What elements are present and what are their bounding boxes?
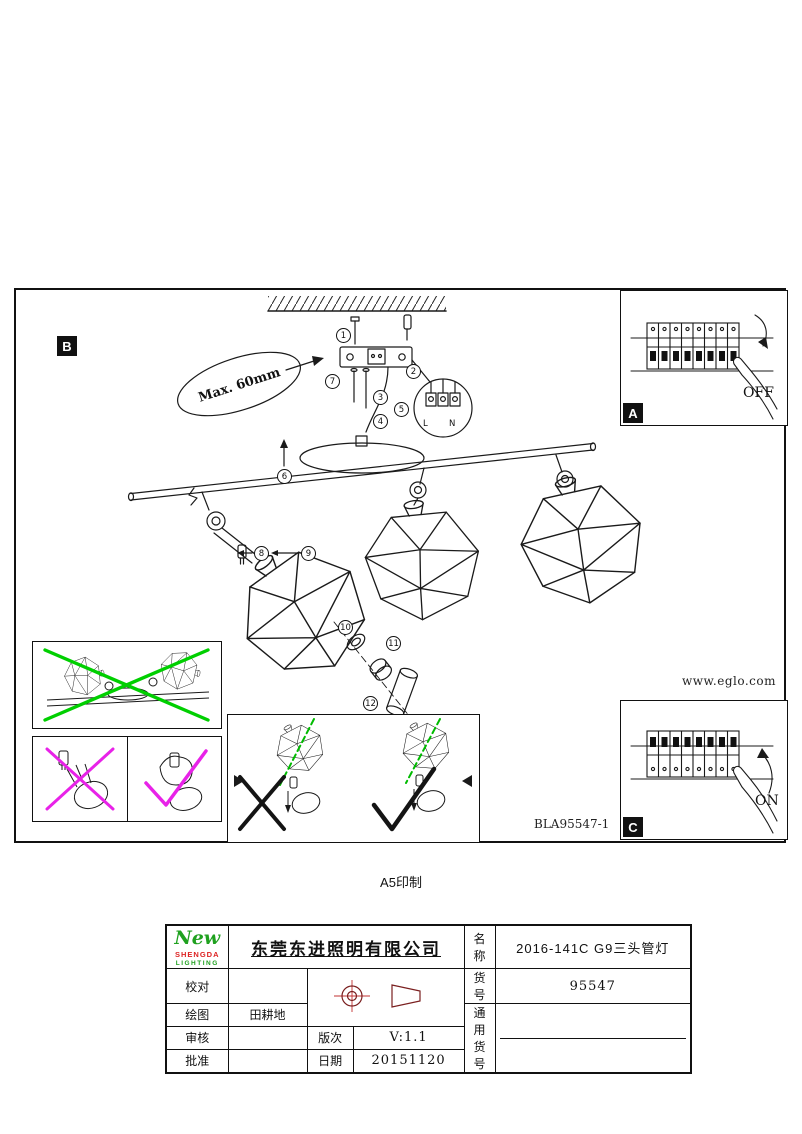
- common-item-value-2: [500, 1039, 687, 1071]
- mounting-hardware: [339, 314, 413, 433]
- item-number-value: 95547: [494, 968, 692, 1004]
- max-depth-bubble: Max. 60mm: [177, 351, 324, 417]
- callout-6: 6: [277, 469, 292, 484]
- proofread-value: [227, 968, 308, 1004]
- title-block: New SHENGDA LIGHTING 东莞东进照明有限公司 名称 2016-…: [165, 924, 692, 1074]
- projection-symbol-cell: [306, 968, 465, 1027]
- breaker-on-illustration: ON: [630, 730, 779, 834]
- item-number-label: 货号: [463, 968, 496, 1004]
- gloved-hand-illustration: [143, 749, 208, 811]
- callout-12: 12: [363, 696, 378, 711]
- section-a-label: A: [623, 403, 643, 423]
- version-value: V:1.1: [352, 1025, 465, 1050]
- left-spotlight: [188, 487, 391, 699]
- product-name: 2016-141C G9三头管灯: [494, 924, 692, 969]
- print-format-note: A5印制: [380, 875, 422, 890]
- canopy: [280, 435, 425, 474]
- on-state-label: ON: [755, 793, 779, 809]
- callout-5: 5: [394, 402, 409, 417]
- callout-9: 9: [301, 546, 316, 561]
- power-on-inset: ON C: [620, 700, 788, 840]
- callout-1: 1: [336, 328, 351, 343]
- section-c-label: C: [623, 817, 643, 837]
- bare-hand-illustration: [45, 747, 115, 811]
- approve-label: 批准: [165, 1048, 229, 1074]
- logo-cell: New SHENGDA LIGHTING: [165, 924, 229, 969]
- eglo-website: www.eglo.com: [682, 674, 776, 688]
- terminal-n-label: N: [449, 419, 455, 429]
- middle-spotlight: [357, 467, 488, 628]
- hand-warning-inset: [32, 736, 222, 822]
- mount-bar: [127, 442, 597, 502]
- callout-11: 11: [386, 636, 401, 651]
- document-number: BLA95547-1: [534, 817, 610, 831]
- shengda-logo: New SHENGDA LIGHTING: [171, 927, 224, 967]
- approve-value: [227, 1048, 308, 1074]
- callout-4: 4: [373, 414, 388, 429]
- logo-script-text: New: [174, 927, 221, 949]
- terminal-l-label: L: [423, 419, 428, 429]
- name-label: 名称: [463, 924, 496, 969]
- callout-2: 2: [406, 364, 421, 379]
- callout-10: 10: [338, 620, 353, 635]
- bulb-removal-illustration: [234, 711, 472, 832]
- callout-8: 8: [254, 546, 269, 561]
- power-off-inset: OFF A: [620, 290, 788, 426]
- callout-7: 7: [325, 374, 340, 389]
- wrong-orientation-inset: [32, 641, 222, 729]
- bare-hand-cell: [33, 737, 128, 821]
- diagram-frame: B: [14, 288, 788, 843]
- date-value: 20151120: [352, 1048, 465, 1074]
- callout-3: 3: [373, 390, 388, 405]
- common-item-values: [494, 1003, 692, 1074]
- right-spotlight: [506, 454, 658, 617]
- date-label: 日期: [306, 1048, 354, 1074]
- review-label: 审核: [165, 1025, 229, 1050]
- off-state-label: OFF: [743, 385, 774, 401]
- version-label: 版次: [306, 1025, 354, 1050]
- ceiling-hatch: [267, 296, 447, 312]
- common-item-value-1: [499, 1006, 686, 1039]
- ceiling-light-assembly-diagram: L N Max. 60mm: [127, 296, 658, 723]
- common-item-label: 通用货号: [463, 1003, 496, 1074]
- first-angle-projection-icon: [333, 979, 421, 1012]
- proofread-label: 校对: [165, 968, 229, 1004]
- company-name: 东莞东进照明有限公司: [227, 924, 465, 969]
- drawing-value: 田耕地: [227, 1003, 308, 1027]
- wrong-orientation-illustration: [43, 648, 210, 722]
- logo-brand-text: SHENGDA: [174, 950, 220, 959]
- drawing-label: 绘图: [165, 1003, 229, 1027]
- review-value: [227, 1025, 308, 1050]
- breaker-off-illustration: OFF: [630, 314, 778, 420]
- bulb-removal-inset: [227, 711, 480, 843]
- gloved-hand-cell: [128, 737, 222, 821]
- section-b-label: B: [57, 336, 77, 356]
- logo-sub-text: LIGHTING: [175, 960, 219, 967]
- exploded-parts: [333, 621, 419, 723]
- terminal-detail: L N: [411, 359, 473, 438]
